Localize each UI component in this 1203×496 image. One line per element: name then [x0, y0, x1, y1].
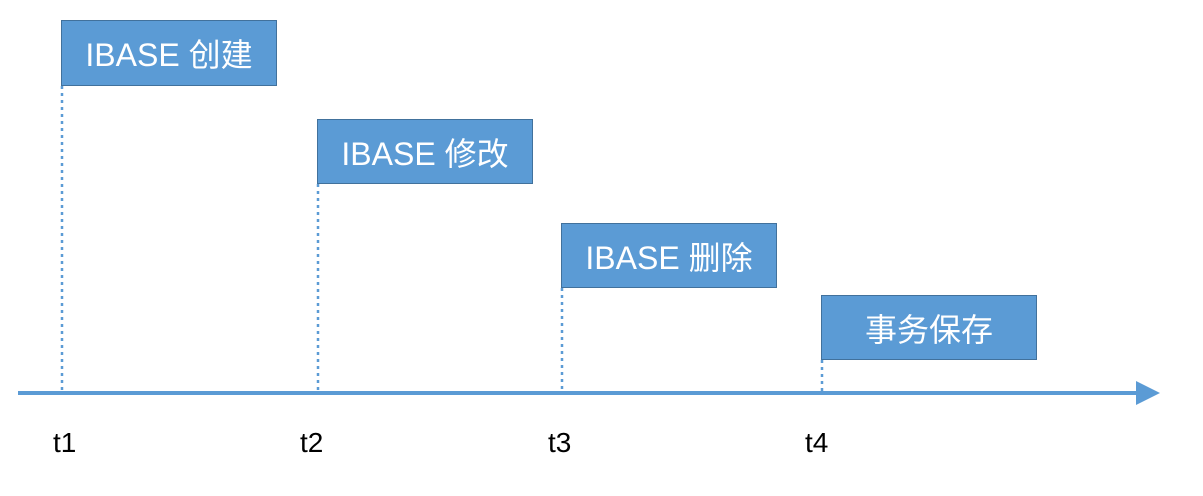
time-label-t1: t1	[53, 427, 77, 458]
event-label-delete: IBASE 删除	[585, 239, 753, 276]
time-label-t2: t2	[300, 427, 324, 458]
time-label-t4: t4	[805, 427, 829, 458]
event-box-modify: IBASE 修改	[317, 119, 533, 184]
timeline-arrowhead	[1136, 381, 1160, 405]
event-box-delete: IBASE 删除	[561, 223, 777, 288]
event-label-save: 事务保存	[864, 311, 993, 348]
event-box-create: IBASE 创建	[61, 20, 277, 86]
event-label-create: IBASE 创建	[85, 37, 253, 73]
time-label-t3: t3	[548, 427, 572, 458]
event-label-modify: IBASE 修改	[341, 135, 509, 172]
event-box-save: 事务保存	[821, 295, 1037, 360]
